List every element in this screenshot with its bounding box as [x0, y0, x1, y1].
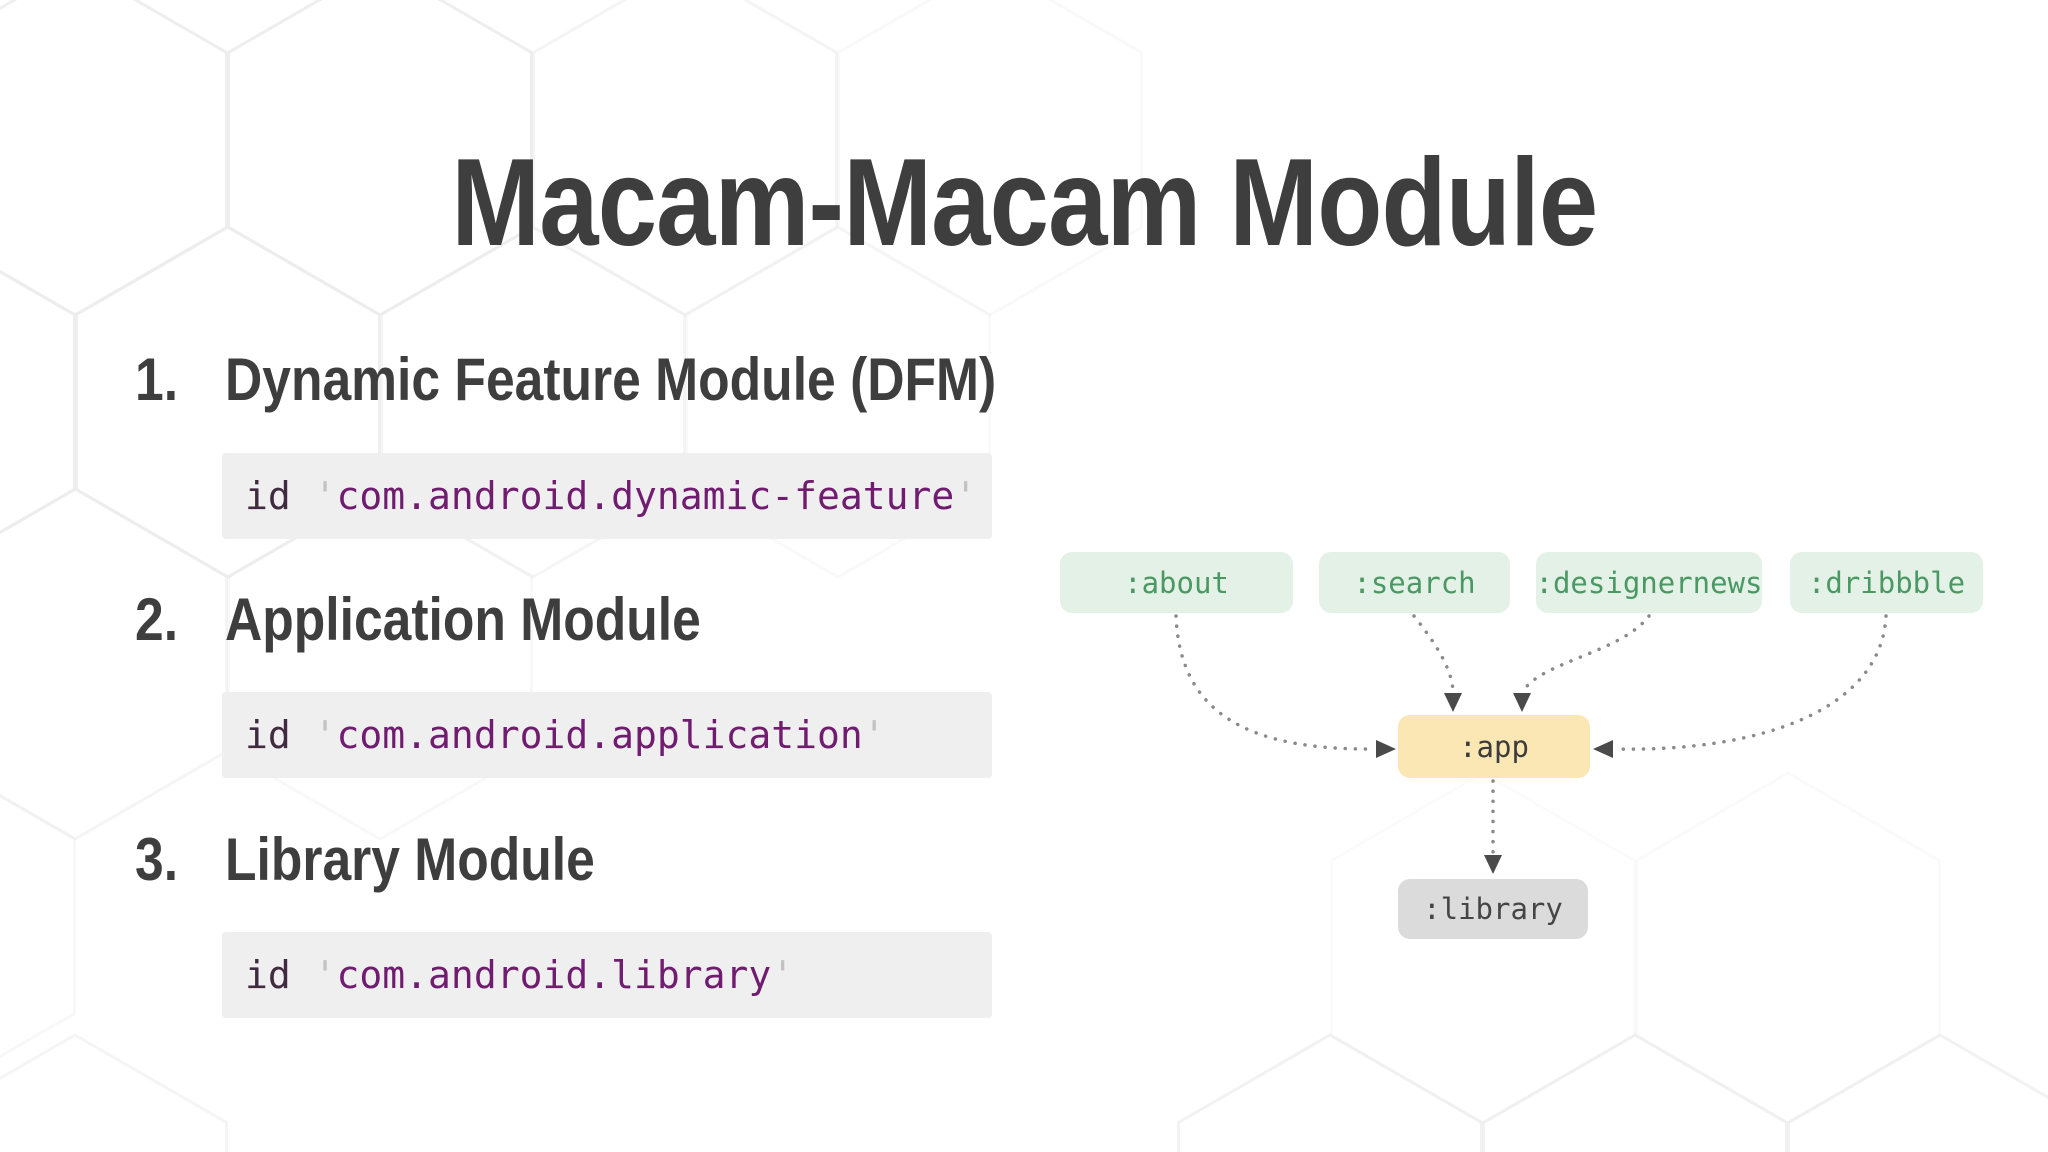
code-block-library: id 'com.android.library': [222, 932, 992, 1018]
diagram-node-about: :about: [1060, 552, 1293, 613]
diagram-node-search: :search: [1319, 552, 1510, 613]
code-open-quote: ': [313, 713, 337, 757]
page-title: Macam-Macam Module: [450, 134, 1598, 272]
code-close-quote: ': [771, 953, 795, 997]
code-keyword: id: [245, 474, 291, 518]
diagram-node-library: :library: [1398, 879, 1588, 939]
diagram-node-app: :app: [1398, 715, 1590, 778]
diagram-node-designernews: :designernews: [1536, 552, 1763, 613]
code-keyword: id: [245, 713, 291, 757]
code-string-value: com.android.library: [336, 953, 772, 997]
code-block-dynamic-feature: id 'com.android.dynamic-feature': [222, 453, 992, 539]
list-heading-library: Library Module: [225, 826, 595, 893]
code-keyword: id: [245, 953, 291, 997]
code-open-quote: ': [313, 953, 337, 997]
code-string-value: com.android.dynamic-feature: [336, 474, 955, 518]
list-heading-application: Application Module: [225, 586, 701, 653]
code-close-quote: ': [862, 713, 886, 757]
code-open-quote: ': [313, 474, 337, 518]
code-string-value: com.android.application: [336, 713, 863, 757]
list-number: 1.: [135, 346, 179, 413]
diagram-node-dribbble: :dribbble: [1790, 552, 1983, 613]
code-block-application: id 'com.android.application': [222, 692, 992, 778]
list-number: 2.: [135, 586, 179, 653]
code-close-quote: ': [954, 474, 978, 518]
list-number: 3.: [135, 826, 179, 893]
list-heading-dfm: Dynamic Feature Module (DFM): [225, 346, 997, 413]
slide-title-area: Macam-Macam Module: [0, 128, 2048, 278]
